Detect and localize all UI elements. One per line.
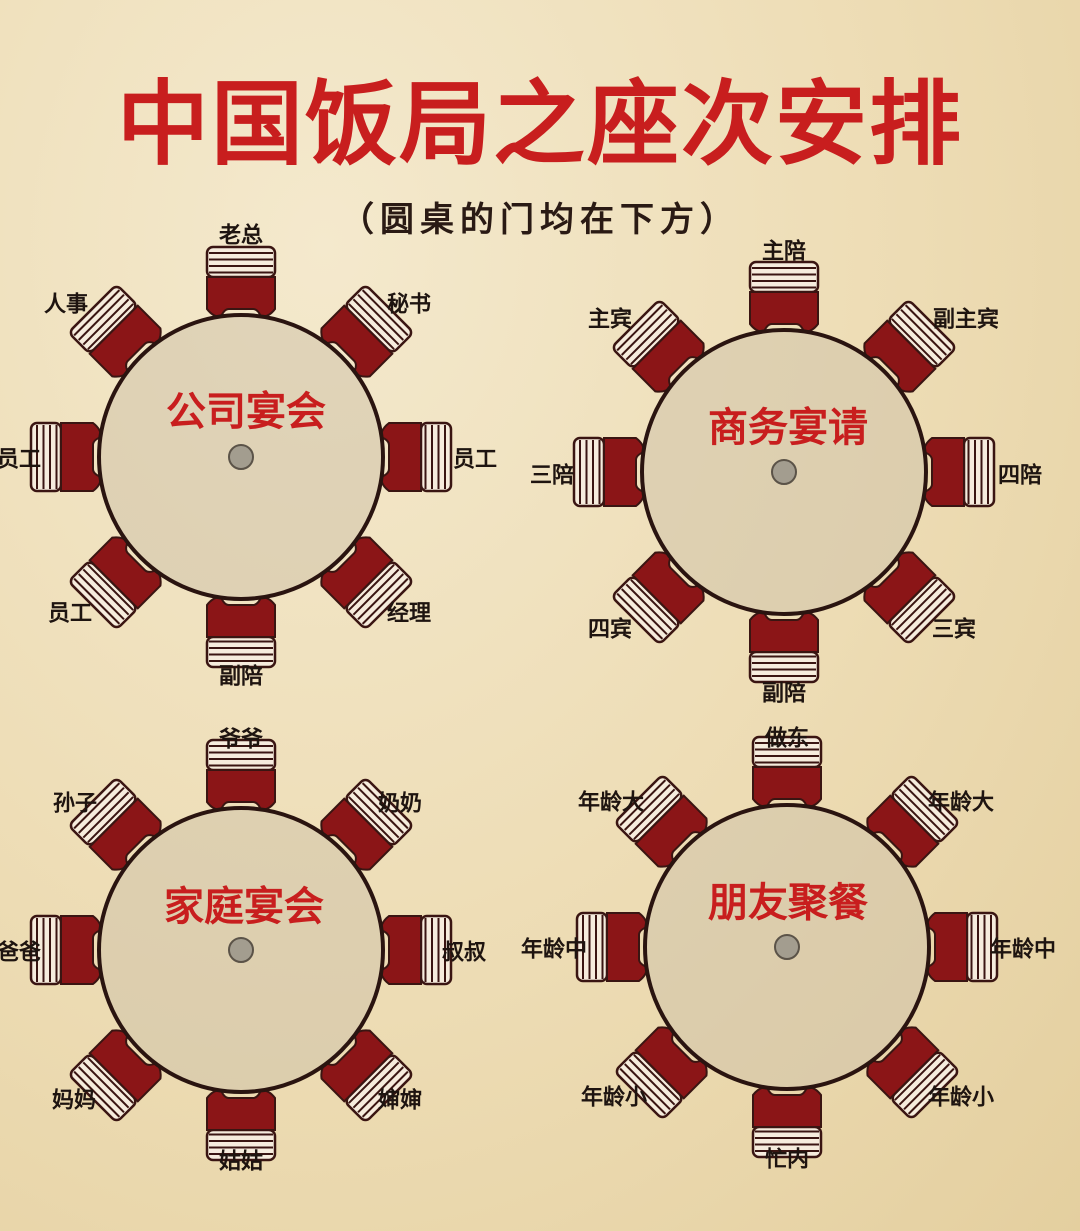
seat-label-right: 叔叔 [442,941,487,966]
seat-label-top: 主陪 [762,239,806,265]
seat-label-top-left: 主宾 [588,307,632,333]
seat-label-left: 员工 [0,448,41,473]
seat-label-bottom-right: 婶婶 [378,1088,422,1114]
chair [925,911,999,983]
seat-label-bottom-left: 四宾 [588,617,632,643]
chair [863,551,956,644]
table-name: 家庭宴会 [164,884,324,930]
seat-label-top-left: 孙子 [53,792,97,817]
table-name: 商务宴请 [708,405,868,451]
seat-label-top: 老总 [218,223,263,249]
chair [866,775,959,868]
chair [575,911,649,983]
table-name: 公司宴会 [166,389,326,435]
seat-label-top-right: 副主宾 [933,307,999,333]
chair [205,738,277,812]
seat-label-bottom-right: 年龄小 [928,1085,994,1111]
table-center-dot [228,444,254,470]
chair [69,285,162,378]
seat-label-right: 年龄中 [990,937,1056,963]
chair [320,285,413,378]
seat-label-right: 四陪 [998,463,1042,489]
chair [922,436,996,508]
seat-label-bottom-left: 员工 [48,602,92,627]
chair [69,778,162,871]
chair [751,1085,823,1159]
chair [615,1026,708,1119]
seat-label-top: 做东 [764,726,809,752]
seat-label-top: 爷爷 [219,727,264,753]
chair [379,914,453,986]
seat-label-bottom-left: 年龄小 [581,1085,647,1111]
chair [379,421,453,493]
seat-label-bottom: 副陪 [219,664,263,690]
seat-label-bottom: 副陪 [762,681,806,707]
chair [751,735,823,809]
table-name: 朋友聚餐 [708,880,868,926]
seat-label-left: 爸爸 [0,940,41,966]
table-center-dot [771,459,797,485]
chair [748,260,820,334]
chair [320,1029,413,1122]
chair [29,421,103,493]
seat-label-bottom-left: 妈妈 [52,1089,96,1114]
page-subtitle: （圆桌的门均在下方） [340,200,740,240]
chair [572,436,646,508]
seat-label-bottom: 姑姑 [219,1150,263,1175]
seat-label-left: 三陪 [530,463,574,489]
seat-label-bottom-right: 三宾 [932,617,976,643]
chair [205,595,277,669]
chair [29,914,103,986]
page-title: 中国饭局之座次安排 [116,71,963,178]
seat-label-top-right: 秘书 [387,292,431,318]
chair [612,551,705,644]
chair [748,610,820,684]
chair [863,300,956,393]
seat-label-top-left: 年龄大 [578,790,644,816]
table-center-dot [774,934,800,960]
seat-label-right: 员工 [453,448,497,473]
table-center-dot [228,937,254,963]
seat-label-top-left: 人事 [44,292,88,318]
seat-label-top-right: 奶奶 [378,791,422,817]
seat-label-left: 年龄中 [521,937,587,963]
chair [205,245,277,319]
seat-label-bottom-right: 经理 [387,601,431,627]
seat-label-bottom: 忙内 [765,1148,809,1173]
seat-label-top-right: 年龄大 [928,790,994,816]
chair [69,536,162,629]
